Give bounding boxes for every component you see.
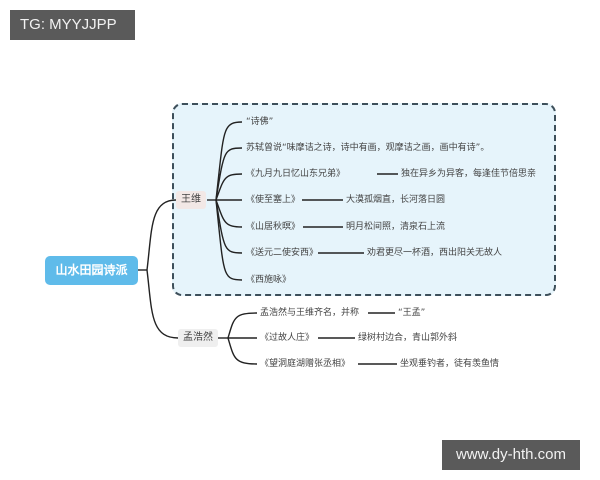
- leaf-node[interactable]: 孟浩然与王维齐名，并称: [260, 308, 360, 318]
- leaf-detail: 劝君更尽一杯酒，西出阳关无故人: [367, 248, 503, 258]
- leaf-node[interactable]: 苏轼曾说“味摩诘之诗，诗中有画，观摩诘之画，画中有诗”。: [246, 143, 490, 153]
- watermark-top: TG: MYYJJPP: [10, 10, 135, 40]
- leaf-detail: 坐观垂钓者，徒有羡鱼情: [400, 359, 500, 369]
- leaf-detail: “王孟”: [398, 308, 426, 318]
- branch-node-menghaoran[interactable]: 孟浩然: [178, 329, 218, 347]
- leaf-detail: 独在异乡为异客，每逢佳节倍思亲: [401, 169, 537, 179]
- leaf-node[interactable]: 《望洞庭湖赠张丞相》: [260, 359, 351, 369]
- watermark-bottom: www.dy-hth.com: [442, 440, 580, 470]
- root-node[interactable]: 山水田园诗派: [45, 256, 138, 285]
- leaf-detail: 大漠孤烟直，长河落日圆: [346, 195, 446, 205]
- leaf-node[interactable]: “诗佛”: [246, 117, 274, 127]
- leaf-detail: 绿树村边合，青山郭外斜: [358, 333, 458, 343]
- leaf-node[interactable]: 《西施咏》: [246, 275, 292, 285]
- leaf-detail: 明月松间照，清泉石上流: [346, 222, 446, 232]
- leaf-node[interactable]: 《过故人庄》: [260, 333, 315, 343]
- leaf-node[interactable]: 《使至塞上》: [246, 195, 301, 205]
- leaf-node[interactable]: 《送元二使安西》: [246, 248, 319, 258]
- leaf-node[interactable]: 《山居秋暝》: [246, 222, 301, 232]
- leaf-node[interactable]: 《九月九日忆山东兄弟》: [246, 169, 346, 179]
- branch-node-wangwei[interactable]: 王维: [176, 191, 206, 209]
